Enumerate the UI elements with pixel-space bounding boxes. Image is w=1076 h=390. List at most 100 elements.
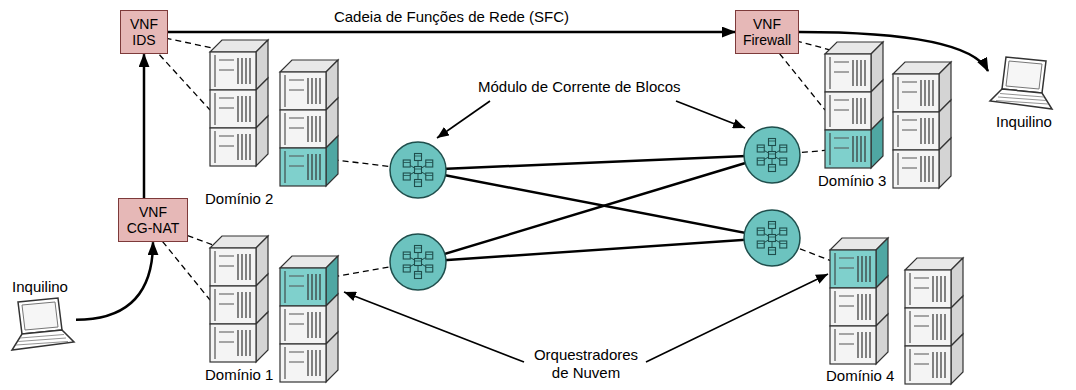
laptop-screen — [1002, 57, 1046, 93]
cube-edge — [780, 230, 787, 231]
server-vent — [307, 78, 308, 104]
tenant-name: Inquilino — [996, 113, 1052, 131]
sfc-arrow — [168, 31, 735, 34]
cube — [757, 158, 764, 165]
server-vent — [241, 292, 242, 318]
callout-label: Módulo de Corrente de Blocos — [478, 78, 681, 96]
server-unit — [825, 118, 883, 168]
server-bay — [839, 268, 854, 269]
cube-edge — [415, 182, 422, 183]
server-bay — [902, 130, 917, 131]
server-vent — [940, 276, 941, 302]
server-front — [210, 286, 256, 324]
server-bay — [289, 324, 304, 325]
laptop-screen — [18, 298, 62, 334]
server-front — [905, 308, 951, 346]
server-side — [951, 334, 963, 384]
server-ear — [215, 289, 216, 321]
server-bay — [289, 128, 304, 129]
server-vent — [315, 312, 316, 338]
domain-label: Domínio 3 — [818, 172, 886, 190]
server-front — [825, 92, 871, 130]
cube — [757, 228, 764, 235]
dashed-links — [146, 33, 838, 300]
server-vent — [860, 136, 861, 162]
server-unit — [830, 314, 888, 364]
server-front — [280, 148, 326, 186]
server-vent — [869, 256, 870, 282]
server-vent — [311, 78, 312, 104]
server-front — [905, 346, 951, 384]
tenant-name: Inquilino — [12, 278, 68, 296]
server-vent — [924, 80, 925, 106]
server-bay — [219, 136, 234, 137]
cube-edge — [403, 175, 410, 176]
server-vent — [861, 294, 862, 320]
cube-edge — [415, 274, 422, 275]
server-bay — [289, 286, 304, 287]
cube — [780, 158, 787, 165]
server-vent — [864, 60, 865, 86]
server-ear — [910, 349, 911, 381]
blockchain-module — [744, 127, 800, 183]
server-vent — [249, 96, 250, 122]
cube — [780, 241, 787, 248]
cube-edge — [769, 141, 776, 142]
server-vent — [924, 118, 925, 144]
server-bay — [839, 334, 854, 335]
server-bay — [914, 288, 929, 289]
leader-arrow — [437, 101, 490, 138]
server-vent — [936, 352, 937, 378]
server-front — [280, 306, 326, 344]
server-bay — [289, 314, 304, 315]
server-bay — [219, 266, 234, 267]
server-vent — [311, 350, 312, 376]
server-ear — [215, 327, 216, 359]
cube-edge — [757, 147, 764, 148]
server-unit — [280, 256, 338, 306]
server-ear — [910, 311, 911, 343]
blockchain-module — [390, 142, 446, 198]
server-ear — [285, 113, 286, 145]
server-vent — [319, 116, 320, 142]
server-vent — [245, 58, 246, 84]
server-vent — [319, 350, 320, 376]
server-bay — [914, 278, 929, 279]
server-bay — [839, 306, 854, 307]
cube-edge — [780, 160, 787, 161]
cube-edge — [780, 147, 787, 148]
vnf-name: VNF IDS — [127, 16, 161, 48]
server-ear — [285, 75, 286, 107]
server-ear — [215, 131, 216, 163]
server-front — [825, 130, 871, 168]
server-bay — [289, 80, 304, 81]
server-bay — [834, 148, 849, 149]
server-bay — [219, 256, 234, 257]
cube-edge — [426, 254, 433, 255]
server-ear — [835, 329, 836, 361]
server-ear — [898, 153, 899, 185]
server-unit — [905, 258, 963, 308]
server-vent — [856, 60, 857, 86]
server-ear — [830, 57, 831, 89]
cube — [415, 259, 422, 266]
server-vent — [944, 314, 945, 340]
cube-edge — [415, 156, 422, 157]
server-front — [830, 288, 876, 326]
server-ear — [835, 291, 836, 323]
server-vent — [944, 352, 945, 378]
cube-edge — [426, 175, 433, 176]
server-vent — [920, 80, 921, 106]
server-front — [825, 54, 871, 92]
cube-edge — [426, 267, 433, 268]
vnf-name: VNF CG-NAT — [125, 204, 181, 236]
leader-arrow — [646, 274, 828, 362]
blockchain-modules — [390, 127, 800, 290]
server-unit — [210, 40, 268, 90]
server-vent — [944, 276, 945, 302]
server-vent — [315, 116, 316, 142]
server-vent — [307, 116, 308, 142]
vnf-name: VNF Firewall — [742, 16, 792, 48]
server-bay — [289, 118, 304, 119]
server-vent — [315, 274, 316, 300]
